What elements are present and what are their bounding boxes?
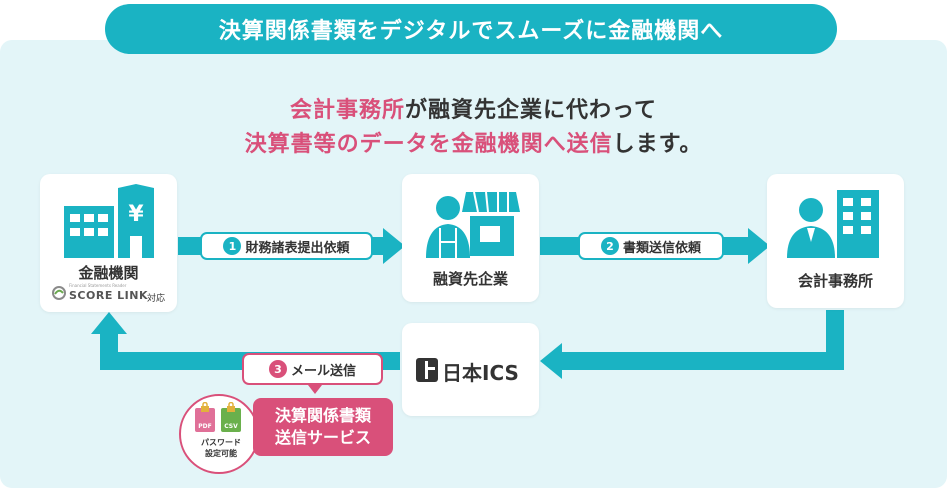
yen-sign: ¥ xyxy=(128,202,144,227)
client-card: 融資先企業 xyxy=(402,174,539,302)
password-text-1: パスワード xyxy=(201,438,241,447)
shop-owner-icon xyxy=(426,191,520,258)
scorelink-small-text: Financial Statements Reader xyxy=(69,283,127,288)
step-3-label: メール送信 xyxy=(290,363,356,379)
return-arrow-head xyxy=(540,343,562,379)
step-1-label: 財務諸表提出依頼 xyxy=(245,240,350,256)
service-name-line-1: 決算関係書類 xyxy=(274,406,371,425)
lead-line-2: 決算書等のデータを金融機関へ送信します。 xyxy=(0,126,947,158)
scorelink-mark-icon xyxy=(52,286,66,300)
arrow-bank-to-client-head xyxy=(383,228,405,264)
accounting-label: 会計事務所 xyxy=(797,272,873,290)
lead-text-1: が融資先企業に代わって xyxy=(405,98,657,123)
step-2-number: 2 xyxy=(600,237,619,255)
lead-highlight-1: 会計事務所 xyxy=(290,98,406,123)
lead-highlight-2: 決算書等のデータを金融機関へ送信 xyxy=(244,132,613,157)
pdf-file-icon: PDF xyxy=(195,408,215,432)
ics-card: 日本ICS xyxy=(402,323,539,416)
page-title-text: 決算関係書類をデジタルでスムーズに金融機関へ xyxy=(218,19,724,44)
arrow-client-to-accounting-head xyxy=(748,228,770,264)
bank-card: ¥ 金融機関 Financial Statements Reader SCORE… xyxy=(40,174,177,312)
step-3-pointer xyxy=(308,385,322,394)
ics-to-bank-arrow-head xyxy=(91,312,127,334)
accounting-card: 会計事務所 xyxy=(767,174,904,308)
step-3-number: 3 xyxy=(268,360,287,378)
service-name-box: 決算関係書類 送信サービス xyxy=(253,398,393,456)
lock-icon xyxy=(201,402,209,412)
csv-text: CSV xyxy=(224,423,238,430)
scorelink-brand: SCORE LINK xyxy=(69,289,148,302)
lead-line-1: 会計事務所が融資先企業に代わって xyxy=(0,92,947,124)
step-2-label: 書類送信依頼 xyxy=(622,240,701,256)
accountant-office-icon xyxy=(787,190,879,258)
client-label: 融資先企業 xyxy=(432,270,508,288)
ics-logo-icon xyxy=(416,358,438,382)
mail-service-badge: PDF CSV パスワード 設定可能 決算関係書類 送信サービス xyxy=(179,394,393,474)
scorelink-note: 対応 xyxy=(147,294,166,304)
page-title: 決算関係書類をデジタルでスムーズに金融機関へ xyxy=(105,4,837,54)
ics-to-bank-line-up xyxy=(100,333,118,370)
pdf-text: PDF xyxy=(198,423,212,430)
lead-text-2: します。 xyxy=(612,132,703,157)
service-name-line-2: 送信サービス xyxy=(274,428,371,447)
password-text-2: 設定可能 xyxy=(205,449,237,458)
ics-label: 日本ICS xyxy=(442,361,519,385)
return-line-to-ics xyxy=(560,352,844,370)
csv-file-icon: CSV xyxy=(221,408,241,432)
password-circle: PDF CSV パスワード 設定可能 xyxy=(179,394,259,474)
bank-building-icon xyxy=(64,184,154,258)
lock-icon xyxy=(227,402,235,412)
bank-label: 金融機関 xyxy=(78,264,139,282)
step-1-number: 1 xyxy=(223,237,242,255)
scorelink-logo: Financial Statements Reader SCORE LINK 対… xyxy=(52,282,177,306)
